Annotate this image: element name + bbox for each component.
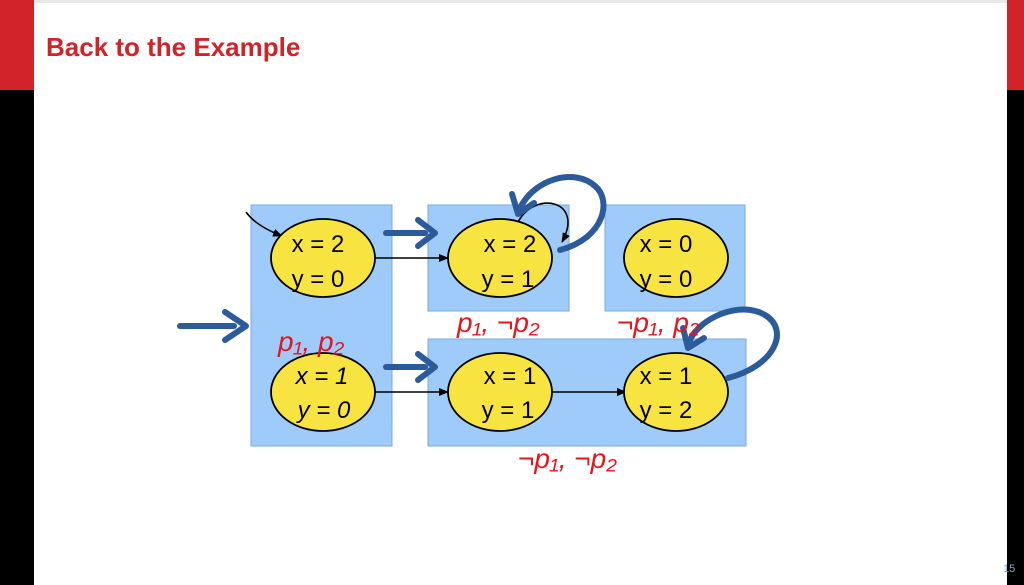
state-x0-y0: x = 0 y = 0: [623, 218, 729, 298]
left-red-accent: [0, 0, 34, 90]
top-strip: [34, 0, 1007, 3]
state-x1-y2: x = 1 y = 2: [623, 352, 729, 432]
abstract-self-loop-middle-top: [509, 174, 607, 253]
slide-title: Back to the Example: [46, 32, 301, 62]
svg-text:x = 1: x = 1: [640, 363, 693, 390]
label-region-middle-top: p₁, ¬p₂: [456, 307, 540, 338]
label-region-bottom: ¬p₁, ¬p₂: [518, 443, 617, 474]
svg-text:y = 0: y = 0: [296, 397, 351, 424]
right-black-bar: [1007, 0, 1024, 585]
svg-text:y = 0: y = 0: [640, 266, 693, 293]
svg-text:y = 1: y = 1: [482, 266, 535, 293]
svg-text:y = 2: y = 2: [640, 397, 693, 424]
label-region-left: p₁, p₂: [277, 326, 345, 357]
svg-text:x = 0: x = 0: [640, 231, 693, 258]
abstract-self-loop-bottom: [680, 306, 780, 381]
svg-text:y = 0: y = 0: [292, 266, 345, 293]
abstract-arrow-left-to-middle-top: [383, 217, 438, 249]
init-arrow-state-1: [245, 211, 283, 237]
right-red-accent: [1007, 0, 1024, 90]
abstract-init-arrow: [177, 309, 249, 343]
state-x1-y1: x = 1 y = 1: [447, 352, 553, 432]
svg-text:x = 2: x = 2: [484, 231, 537, 258]
svg-text:x = 1: x = 1: [484, 363, 537, 390]
left-black-bar: [0, 0, 34, 585]
page-number: 15: [1003, 563, 1016, 575]
state-x1-y0: x = 1 y = 0: [270, 352, 376, 432]
self-loop-s2-thin: [517, 202, 570, 243]
svg-text:y = 1: y = 1: [482, 397, 535, 424]
svg-text:x = 1: x = 1: [295, 363, 349, 390]
state-x2-y1: x = 2 y = 1: [447, 218, 553, 298]
svg-text:x = 2: x = 2: [292, 231, 345, 258]
label-region-right-top: ¬p₁, p₂: [617, 307, 700, 338]
abstract-arrow-left-to-bottom: [383, 351, 438, 383]
state-x2-y0: x = 2 y = 0: [270, 218, 376, 298]
